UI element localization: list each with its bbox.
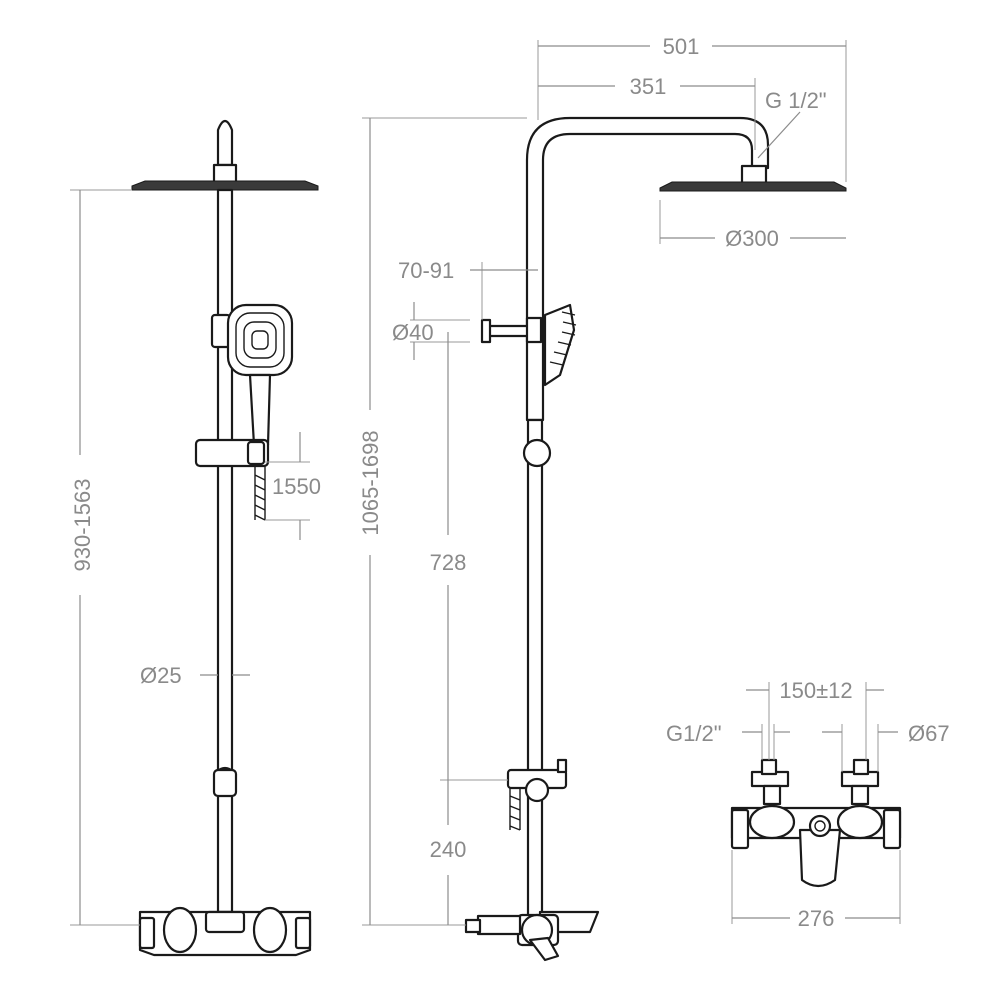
side-view [464,116,847,962]
mixer-to-bracket-label: 240 [430,837,467,862]
mixer-lever [798,828,842,888]
front-dimensions: 930-1563 1550 Ø25 [70,189,321,926]
front-view [131,119,319,957]
mixer-dimensions: 150±12 G1/2" Ø67 276 [666,678,950,931]
front-slider-knob [246,440,266,466]
front-mixer-left-cap [138,916,156,950]
total-width-label: 501 [663,34,700,59]
mixer-right-knob-top [836,804,884,840]
side-holder-wall-plate [480,318,492,344]
side-dimensions: 501 351 G 1/2" Ø300 70-91 Ø40 1065-1698 [358,34,847,926]
inlet-spacing-label: 150±12 [779,678,852,703]
front-hand-shower-handle [248,373,272,447]
front-hose [254,466,266,521]
side-hand-shower [543,303,576,387]
eccentric-diameter-label: Ø67 [908,721,950,746]
side-rain-shower-head [659,181,847,192]
side-lower-bracket-pin [556,758,568,774]
front-top-arm [216,119,234,167]
mixer-left-inlet-stem [760,758,778,776]
side-height-label: 1065-1698 [358,430,383,535]
rail-length-label: 728 [430,550,467,575]
thread-leader [757,111,801,159]
side-arm [525,116,770,422]
side-hand-shower-nozzles [549,311,577,366]
mixer-left-end-cap [730,808,750,850]
side-mixer-inlet-nut [464,918,482,934]
side-holder-arm [486,324,530,338]
front-hand-shower-head [226,303,294,377]
connection-thread-label: G 1/2" [765,88,827,113]
side-mixer-inlet [476,914,522,936]
holder-offset-label: 70-91 [398,258,454,283]
mixer-width-label: 276 [798,906,835,931]
front-mixer-outlet [204,910,246,934]
front-lower-bracket-body [212,768,238,798]
front-hand-shower-pattern-outer [235,312,285,368]
front-main-pipe [216,188,234,914]
front-mixer-right-cap [294,916,312,950]
side-holder-clip [525,316,543,344]
mixer-lever-pivot-inner [814,820,826,832]
inlet-thread-label: G1/2" [666,721,722,746]
mixer-right-inlet-nut [850,784,870,806]
mixer-detail-view [730,758,902,888]
front-hand-shower-pattern-inner [251,330,269,350]
side-head-connector [740,164,768,186]
front-rain-shower-head [131,180,319,191]
head-diameter-label: Ø300 [725,226,779,251]
mixer-right-end-cap [882,808,902,850]
mixer-left-inlet-nut [762,784,782,806]
mixer-left-knob-top [748,804,796,840]
front-height-label: 930-1563 [70,479,95,572]
side-mixer-lever [528,936,560,962]
arm-length-label: 351 [630,74,667,99]
front-mixer-right-knob [252,906,288,954]
pipe-diameter-label: Ø25 [140,663,182,688]
side-lower-pipe [526,418,544,922]
holder-diameter-label: Ø40 [392,320,434,345]
front-hand-shower-pattern-mid [243,321,277,359]
mixer-right-inlet-stem [852,758,870,776]
slide-bar-label: 1550 [272,474,321,499]
side-lower-bracket-ball [524,777,550,803]
mixer-lever-pivot [808,814,832,838]
front-mixer-left-knob [162,906,198,954]
side-wall-hose [509,788,521,831]
side-slider-ball [522,438,552,468]
